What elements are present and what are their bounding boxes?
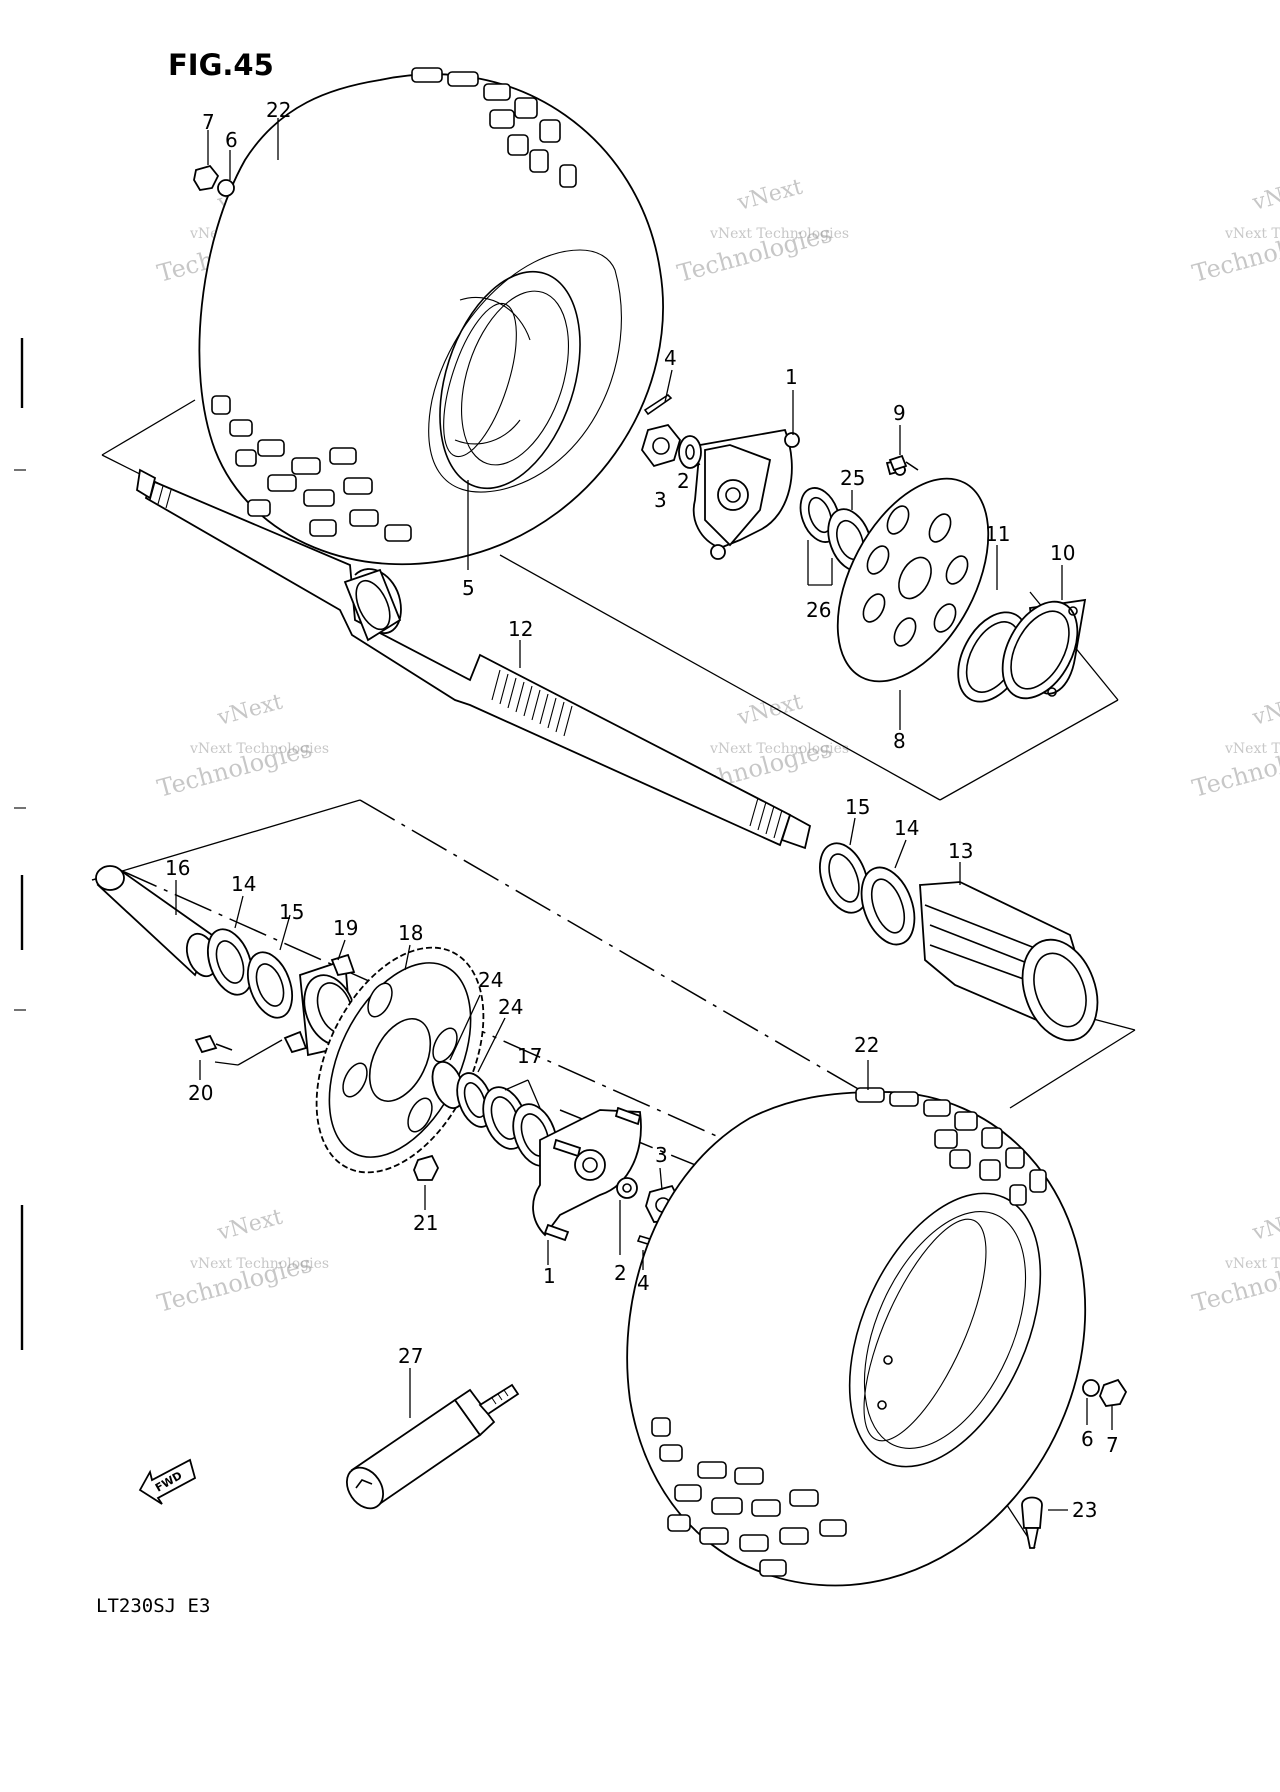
tire-valve-23 bbox=[1021, 1496, 1043, 1549]
callout-14-right: 14 bbox=[894, 816, 919, 840]
callout-11: 11 bbox=[985, 522, 1010, 546]
rear-axle-shaft bbox=[136, 468, 812, 850]
callout-20: 20 bbox=[188, 1081, 213, 1105]
callout-22: 22 bbox=[266, 98, 291, 122]
axle-housing-13 bbox=[819, 842, 1099, 1042]
nut-21 bbox=[413, 1154, 440, 1181]
callout-3-bottom: 3 bbox=[655, 1143, 668, 1167]
bolt-20 bbox=[194, 1034, 218, 1054]
bolt-9-shank bbox=[905, 461, 919, 471]
watermark-text: vNext bbox=[734, 690, 805, 732]
forward-direction-arrow: FWD bbox=[138, 1458, 197, 1505]
callout-18: 18 bbox=[398, 921, 423, 945]
seals-24-bearings-17 bbox=[431, 1061, 558, 1167]
watermark-text: vNext bbox=[734, 175, 805, 217]
callout-7-bottom: 7 bbox=[1106, 1433, 1119, 1457]
callout-21: 21 bbox=[413, 1211, 438, 1235]
callout-12: 12 bbox=[508, 617, 533, 641]
callout-26: 26 bbox=[806, 598, 831, 622]
watermark-text: vNext Technologies bbox=[1224, 226, 1280, 242]
watermark-text: vNext Technologies bbox=[1224, 741, 1280, 757]
callout-17: 17 bbox=[517, 1044, 542, 1068]
hub-tool-27 bbox=[346, 1383, 520, 1510]
washer-6-top bbox=[217, 179, 235, 197]
spacer-and-bearings-left bbox=[95, 865, 294, 1019]
bolt-9 bbox=[888, 454, 908, 472]
callout-19: 19 bbox=[333, 916, 358, 940]
callout-6: 6 bbox=[225, 128, 238, 152]
binding-margin bbox=[14, 338, 26, 1350]
callout-15-left: 15 bbox=[279, 900, 304, 924]
callout-15-right: 15 bbox=[845, 795, 870, 819]
callout-27: 27 bbox=[398, 1344, 423, 1368]
callout-5: 5 bbox=[462, 576, 475, 600]
figure-title: FIG.45 bbox=[168, 48, 274, 82]
watermark-text: vNext Technologies bbox=[1224, 1256, 1280, 1272]
callout-23: 23 bbox=[1072, 1498, 1097, 1522]
bottom-hub-assembly bbox=[532, 1106, 681, 1250]
callout-leaders bbox=[175, 118, 1113, 1511]
bolt-20-shank bbox=[215, 1043, 233, 1051]
bottom-tire bbox=[626, 1087, 1086, 1587]
callout-1-bottom: 1 bbox=[543, 1264, 556, 1288]
callout-7: 7 bbox=[202, 110, 215, 134]
rear-sprocket-18 bbox=[315, 946, 485, 1174]
top-tire bbox=[198, 67, 664, 566]
callout-24-b: 24 bbox=[498, 995, 523, 1019]
callout-8: 8 bbox=[893, 729, 906, 753]
callout-2: 2 bbox=[677, 469, 690, 493]
watermark-text: vNext bbox=[214, 1205, 285, 1247]
nut-7-bottom bbox=[1099, 1378, 1128, 1407]
callout-4-bottom: 4 bbox=[637, 1271, 650, 1295]
tread-blocks bbox=[211, 67, 577, 542]
callout-22-bottom: 22 bbox=[854, 1033, 879, 1057]
watermark-text: vNext bbox=[1249, 1205, 1280, 1247]
model-code: LT230SJ E3 bbox=[96, 1595, 210, 1617]
callout-2-bottom: 2 bbox=[614, 1261, 627, 1285]
watermark-text: vNext Technologies bbox=[709, 741, 849, 757]
callout-24-a: 24 bbox=[478, 968, 503, 992]
callout-10: 10 bbox=[1050, 541, 1075, 565]
callout-14-left: 14 bbox=[231, 872, 256, 896]
callout-3: 3 bbox=[654, 488, 667, 512]
watermark-text: vNext bbox=[1249, 690, 1280, 732]
watermark-text: vNext Technologies bbox=[709, 226, 849, 242]
callout-16: 16 bbox=[165, 856, 190, 880]
callout-1: 1 bbox=[785, 365, 798, 389]
watermark-text: vNext bbox=[214, 690, 285, 732]
callout-labels: 7 6 22 5 4 1 3 2 9 25 26 11 10 8 12 15 1… bbox=[165, 98, 1119, 1522]
watermark-text: vNext Technologies bbox=[189, 741, 329, 757]
callout-6-bottom: 6 bbox=[1081, 1427, 1094, 1451]
nut-7-top bbox=[193, 164, 220, 191]
callout-13: 13 bbox=[948, 839, 973, 863]
washer-6-bottom bbox=[1082, 1379, 1100, 1397]
watermark-text: vNext bbox=[1249, 175, 1280, 217]
watermark-text: vNext Technologies bbox=[189, 1256, 329, 1272]
callout-25: 25 bbox=[840, 466, 865, 490]
callout-4: 4 bbox=[664, 346, 677, 370]
top-hub-assembly bbox=[641, 393, 800, 560]
callout-9: 9 bbox=[893, 401, 906, 425]
brake-disc bbox=[836, 477, 990, 683]
